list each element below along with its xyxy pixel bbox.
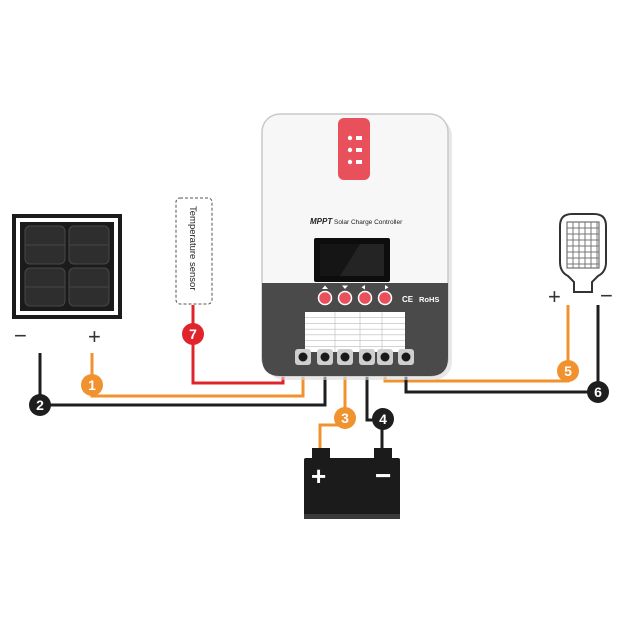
- wire-3-battery-positive: [318, 366, 347, 452]
- charge-controller: MPPT Solar Charge Controller CE RoHS: [261, 113, 452, 380]
- panel-plus-label: +: [88, 324, 101, 349]
- solar-panel: − +: [12, 214, 122, 349]
- terminal-block: [295, 349, 414, 365]
- control-buttons: [317, 285, 393, 306]
- panel-minus-label: −: [14, 323, 27, 348]
- svg-text:2: 2: [36, 397, 44, 413]
- led-icon: [356, 160, 362, 164]
- svg-text:7: 7: [189, 326, 197, 342]
- spec-table: [305, 312, 405, 352]
- terminal: [317, 349, 333, 365]
- badge-5: 5: [557, 360, 579, 382]
- led-icon: [356, 136, 362, 140]
- svg-text:5: 5: [564, 363, 572, 379]
- led-icon: [347, 135, 353, 141]
- badge-2: 2: [29, 394, 51, 416]
- up-arrow-icon: [322, 285, 328, 289]
- up-button[interactable]: [317, 290, 333, 306]
- load-lamp: + −: [548, 213, 613, 309]
- load-minus-label: −: [600, 283, 613, 308]
- wire-2-panel-negative: [38, 353, 327, 407]
- temperature-sensor: Temperature sensor: [175, 197, 213, 305]
- terminal: [377, 349, 393, 365]
- indicator-panel: [338, 118, 370, 180]
- svg-text:3: 3: [341, 410, 349, 426]
- badge-4: 4: [372, 408, 394, 430]
- rohs-mark: RoHS: [419, 295, 439, 304]
- badge-7: 7: [182, 323, 204, 345]
- ce-mark: CE: [402, 295, 414, 304]
- load-plus-label: +: [548, 284, 561, 309]
- svg-text:1: 1: [88, 377, 96, 393]
- svg-text:4: 4: [379, 411, 387, 427]
- battery-negative-terminal: [374, 448, 392, 460]
- down-arrow-icon: [342, 285, 348, 289]
- terminal: [398, 349, 414, 365]
- right-arrow-icon: [385, 285, 389, 290]
- battery: + −: [304, 448, 400, 519]
- battery-plus-label: +: [311, 461, 326, 491]
- battery-positive-terminal: [312, 448, 330, 460]
- badge-1: 1: [81, 374, 103, 396]
- led-icon: [356, 148, 362, 152]
- terminal: [295, 349, 311, 365]
- terminal: [359, 349, 375, 365]
- right-button[interactable]: [377, 290, 393, 306]
- controller-title: Solar Charge Controller: [334, 219, 403, 226]
- led-icon: [347, 147, 353, 153]
- sensor-label: Temperature sensor: [187, 206, 198, 290]
- terminal: [337, 349, 353, 365]
- battery-minus-label: −: [375, 460, 391, 491]
- controller-brand: MPPT: [310, 217, 333, 226]
- led-icon: [347, 159, 353, 165]
- badges: 1 2 3 4 5 6 7: [29, 323, 609, 430]
- left-arrow-icon: [361, 285, 365, 290]
- left-button[interactable]: [357, 290, 373, 306]
- badge-3: 3: [334, 407, 356, 429]
- badge-6: 6: [587, 381, 609, 403]
- down-button[interactable]: [337, 290, 353, 306]
- svg-text:6: 6: [594, 384, 602, 400]
